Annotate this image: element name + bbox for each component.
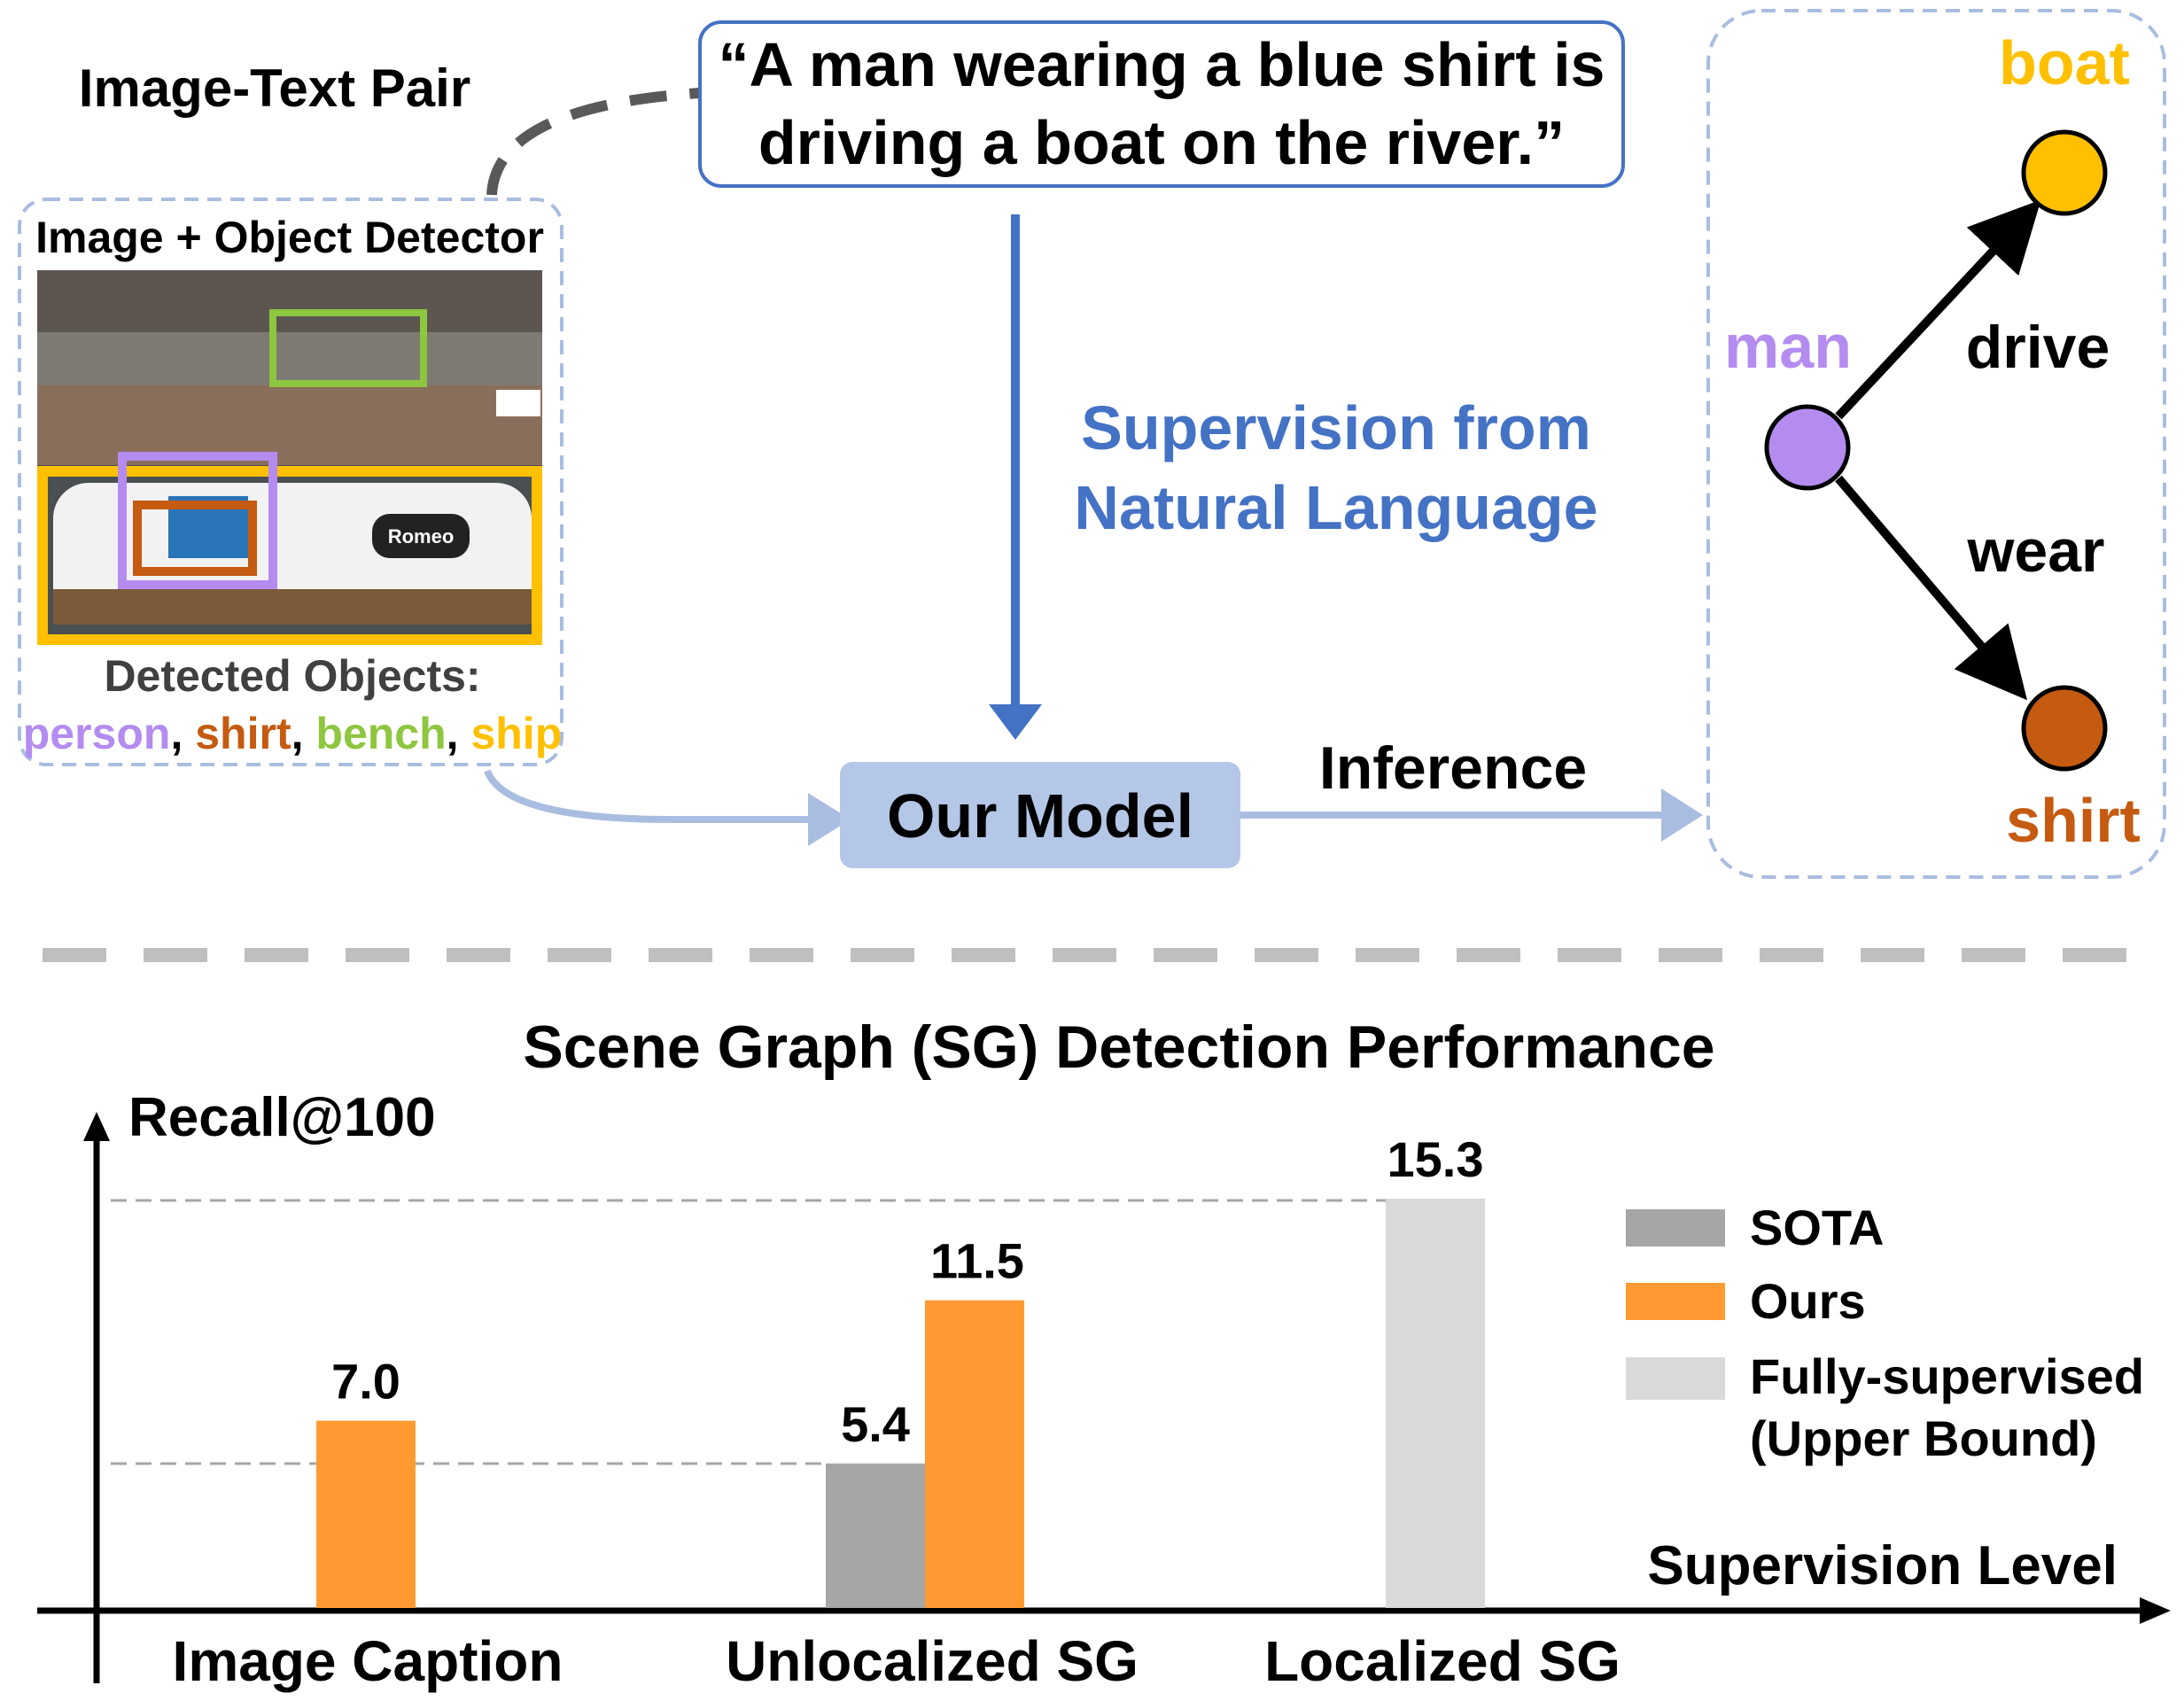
object-shirt: shirt xyxy=(195,709,291,758)
value-label-fully-supervised: 15.3 xyxy=(1387,1131,1484,1187)
category-label-localized-sg: Localized SG xyxy=(1264,1629,1621,1693)
edge-drive xyxy=(1835,199,2041,420)
caption-line-2: driving a boat on the river.” xyxy=(758,108,1565,177)
bar-sota-unlocalized-sg xyxy=(826,1463,925,1608)
image-text-pair-label: Image-Text Pair xyxy=(79,58,470,118)
node-label-man: man xyxy=(1724,312,1852,381)
chart-title: Scene Graph (SG) Detection Performance xyxy=(523,1014,1714,1081)
value-label-ours-image-caption: 7.0 xyxy=(331,1354,400,1410)
caption-line-1: “A man wearing a blue shirt is xyxy=(719,30,1605,99)
edge-label-drive: drive xyxy=(1966,314,2110,381)
detected-objects-list: person, shirt, bench, ship xyxy=(23,709,563,758)
bbox-bench xyxy=(269,309,427,387)
category-label-unlocalized-sg: Unlocalized SG xyxy=(726,1629,1139,1693)
y-axis-label: Recall@100 xyxy=(128,1087,436,1148)
node-label-boat: boat xyxy=(1999,28,2130,97)
legend-label-upper-bound: (Upper Bound) xyxy=(1750,1410,2097,1466)
our-model-label: Our Model xyxy=(887,781,1193,850)
bbox-shirt xyxy=(133,501,257,576)
caption-box xyxy=(698,20,1625,188)
object-ship: ship xyxy=(470,709,562,758)
node-label-shirt: shirt xyxy=(2006,786,2141,855)
supervision-line-1: Supervision from xyxy=(1081,393,1591,462)
value-label-sota-unlocalized-sg: 5.4 xyxy=(841,1396,910,1452)
detector-to-model-arrow xyxy=(484,769,811,823)
inference-label: Inference xyxy=(1319,734,1587,802)
legend-label-fully-supervised: Fully-supervised xyxy=(1750,1348,2144,1404)
our-model-box xyxy=(840,762,1240,868)
legend-swatch-fully-supervised xyxy=(1626,1357,1725,1400)
category-label-image-caption: Image Caption xyxy=(173,1629,563,1693)
chart-section: Scene Graph (SG) Detection Performance R… xyxy=(37,1014,2171,1693)
bar-ours-image-caption xyxy=(316,1420,416,1608)
bar-ours-unlocalized-sg xyxy=(925,1300,1024,1608)
node-man xyxy=(1764,404,1851,491)
object-person: person xyxy=(23,709,171,758)
legend-label-sota: SOTA xyxy=(1750,1200,1884,1255)
legend-swatch-sota xyxy=(1626,1209,1725,1247)
pair-connector-dashed xyxy=(486,88,701,196)
value-label-ours-unlocalized-sg: 11.5 xyxy=(930,1233,1024,1289)
legend-label-ours: Ours xyxy=(1750,1273,1866,1329)
node-boat xyxy=(2021,129,2108,216)
edge-label-wear: wear xyxy=(1967,517,2105,585)
diagram-section: Image-Text Pair “A man wearing a blue sh… xyxy=(18,9,2166,879)
detection-photo: Romeo xyxy=(37,270,542,645)
edge-wear xyxy=(1835,475,2027,701)
bbox-person xyxy=(118,452,277,589)
supervision-line-2: Natural Language xyxy=(1074,473,1597,542)
boat-name-text: Romeo xyxy=(388,525,455,548)
legend-swatch-ours xyxy=(1626,1283,1725,1320)
bar-fully-supervised-localized-sg xyxy=(1386,1198,1485,1608)
detector-box xyxy=(18,198,563,766)
scene-graph-box xyxy=(1706,9,2166,879)
legend: SOTA Ours Fully-supervised (Upper Bound) xyxy=(1626,1200,2144,1466)
node-shirt xyxy=(2021,685,2108,772)
detector-title: Image + Object Detector xyxy=(35,213,544,262)
bbox-ship xyxy=(37,466,542,645)
x-axis-label: Supervision Level xyxy=(1647,1535,2118,1596)
detected-objects-label: Detected Objects: xyxy=(104,651,480,701)
object-bench: bench xyxy=(315,709,446,758)
